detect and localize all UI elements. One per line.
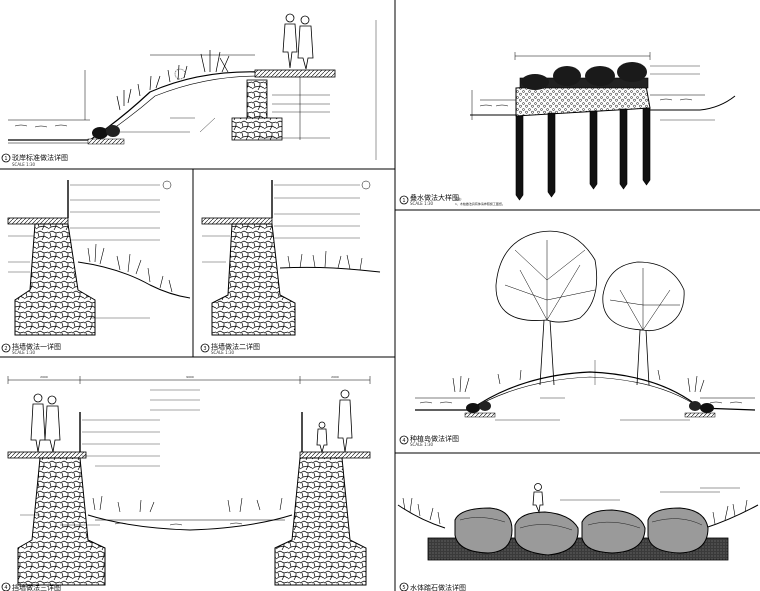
panel-wall-2: 3 挡墙做法二详图 SCALE 1:30 [200, 180, 381, 355]
panel-6-title: 挡墙做法三详图 [12, 583, 61, 591]
stepping-stones [454, 507, 709, 556]
panel-3-title: 挡墙做法一详图 [12, 342, 61, 351]
panel-stepping-stones: 5 水体踏石做法详图 [397, 483, 759, 591]
panel-5-scale: SCALE 1:30 [410, 442, 434, 447]
panel-2-note-label: 备注: [455, 196, 462, 201]
panel-4-scale: SCALE 1:30 [211, 350, 235, 355]
panel-1-number: 1 [4, 156, 7, 162]
panel-revetment: 1 驳岸标准做法详图 SCALE 1:30 [1, 13, 377, 167]
people-figures [282, 13, 314, 70]
panel-7-title: 水体踏石做法详图 [410, 583, 466, 591]
panel-2-title: 叠水做法大样图 [410, 193, 459, 202]
tree-right [602, 261, 685, 386]
panel-7-number: 5 [402, 585, 405, 591]
timber-piles [515, 107, 651, 201]
panel-6-number: 4 [4, 585, 7, 591]
dim-mid: 9000 [186, 375, 194, 379]
panel-5-number: 4 [402, 438, 405, 444]
child-figure [532, 483, 544, 514]
panel-3-number: 2 [4, 346, 7, 352]
panel-4-title: 挡墙做法二详图 [211, 342, 260, 351]
panel-1-scale: SCALE 1:30 [12, 162, 36, 167]
dim-right: 2000 [331, 375, 339, 379]
tree-left [495, 230, 598, 386]
panel-5-title: 种植岛做法详图 [410, 434, 459, 443]
panel-2-note-text: 1、木桩做法具有体请参照施工图纸。 [455, 201, 505, 206]
panel-cascade: 1 叠水做法大样图 SCALE 1:30 备注: 1、木桩做法具有体请参照施工图… [399, 52, 736, 206]
panel-2-number: 1 [402, 198, 405, 204]
panel-4-number: 3 [203, 346, 206, 352]
panel-2-scale: SCALE 1:30 [410, 201, 434, 206]
dim-left: 2000 [40, 375, 48, 379]
panel-wall-3: 2000 9000 2000 4 挡墙做法三详 [1, 375, 371, 591]
panel-3-scale: SCALE 1:30 [12, 350, 36, 355]
panel-planting-island: 4 种植岛做法详图 SCALE 1:30 [399, 230, 756, 447]
people-figures-wall3 [30, 389, 353, 454]
panel-wall-1: 2 挡墙做法一详图 SCALE 1:30 [1, 180, 191, 355]
panel-1-title: 驳岸标准做法详图 [12, 153, 68, 162]
